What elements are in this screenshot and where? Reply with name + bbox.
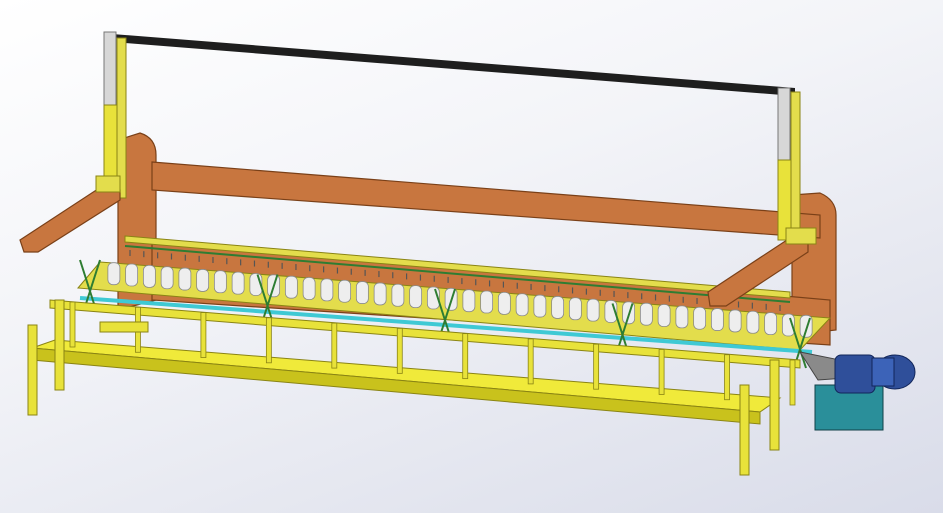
roller [355,281,369,304]
right-post-guide [790,91,801,243]
frame-post [69,301,76,348]
motor-fins [871,357,895,387]
press-teeth [129,250,781,311]
press-bar-line [124,245,791,303]
top-rail [112,34,795,96]
roller [639,302,653,326]
support-table [27,299,801,476]
roller [107,262,121,286]
right-post-cylinder [777,87,791,164]
frame-post [462,333,469,380]
press-bar [124,235,791,299]
right-arm-bracket [785,227,817,245]
left-post-cylinder [103,31,117,113]
frame-post [265,317,272,364]
frame-post [527,338,534,385]
strut [611,303,630,354]
roller [568,297,582,321]
table-leg [739,384,750,476]
top-beam [151,161,821,239]
roller [231,271,245,295]
roller [551,296,565,319]
roller [409,285,423,309]
bottom-shelf-front [31,347,761,425]
roller [302,277,316,300]
roller [710,308,724,331]
roller [213,270,227,294]
roller [142,264,156,288]
strut [79,259,97,311]
left-stool [99,321,149,333]
strut [434,288,452,340]
strut [438,288,456,340]
lift-frame [103,31,801,311]
side-arms [19,175,817,307]
drive-unit [798,351,916,431]
roller [480,290,494,314]
roller [657,304,671,327]
frame-post [593,343,600,390]
table-leg [27,324,38,416]
roller [320,278,334,302]
roller [125,263,139,287]
roller [391,283,405,307]
strut [260,274,279,325]
frame-post [200,312,207,358]
strut-group [79,259,811,369]
roller [533,294,547,318]
strut [789,317,807,369]
roller [196,269,210,292]
left-arm-bracket [95,175,121,193]
left-post-guide [116,37,127,199]
roller [515,293,529,317]
frame-post [789,359,796,406]
roller [373,282,387,306]
roller [746,310,760,334]
strut [256,274,275,325]
roller [675,305,689,329]
roller [338,279,352,303]
roller [178,267,192,291]
roller [497,291,511,315]
frame-post [396,327,403,374]
roller [586,298,600,322]
roller [693,306,707,330]
roller [160,266,174,290]
left-arm [19,184,121,253]
frame-post [331,322,338,369]
frame-post [658,349,665,395]
frame-post [724,354,730,401]
roller [462,289,476,313]
roller [764,312,778,336]
roller [728,309,742,333]
strut [83,259,101,311]
table-leg [54,299,65,391]
table-leg [769,359,780,451]
roller [284,275,298,299]
roller-conveyor [76,259,832,369]
gearbox-body [834,354,876,394]
front-rail [49,299,801,369]
